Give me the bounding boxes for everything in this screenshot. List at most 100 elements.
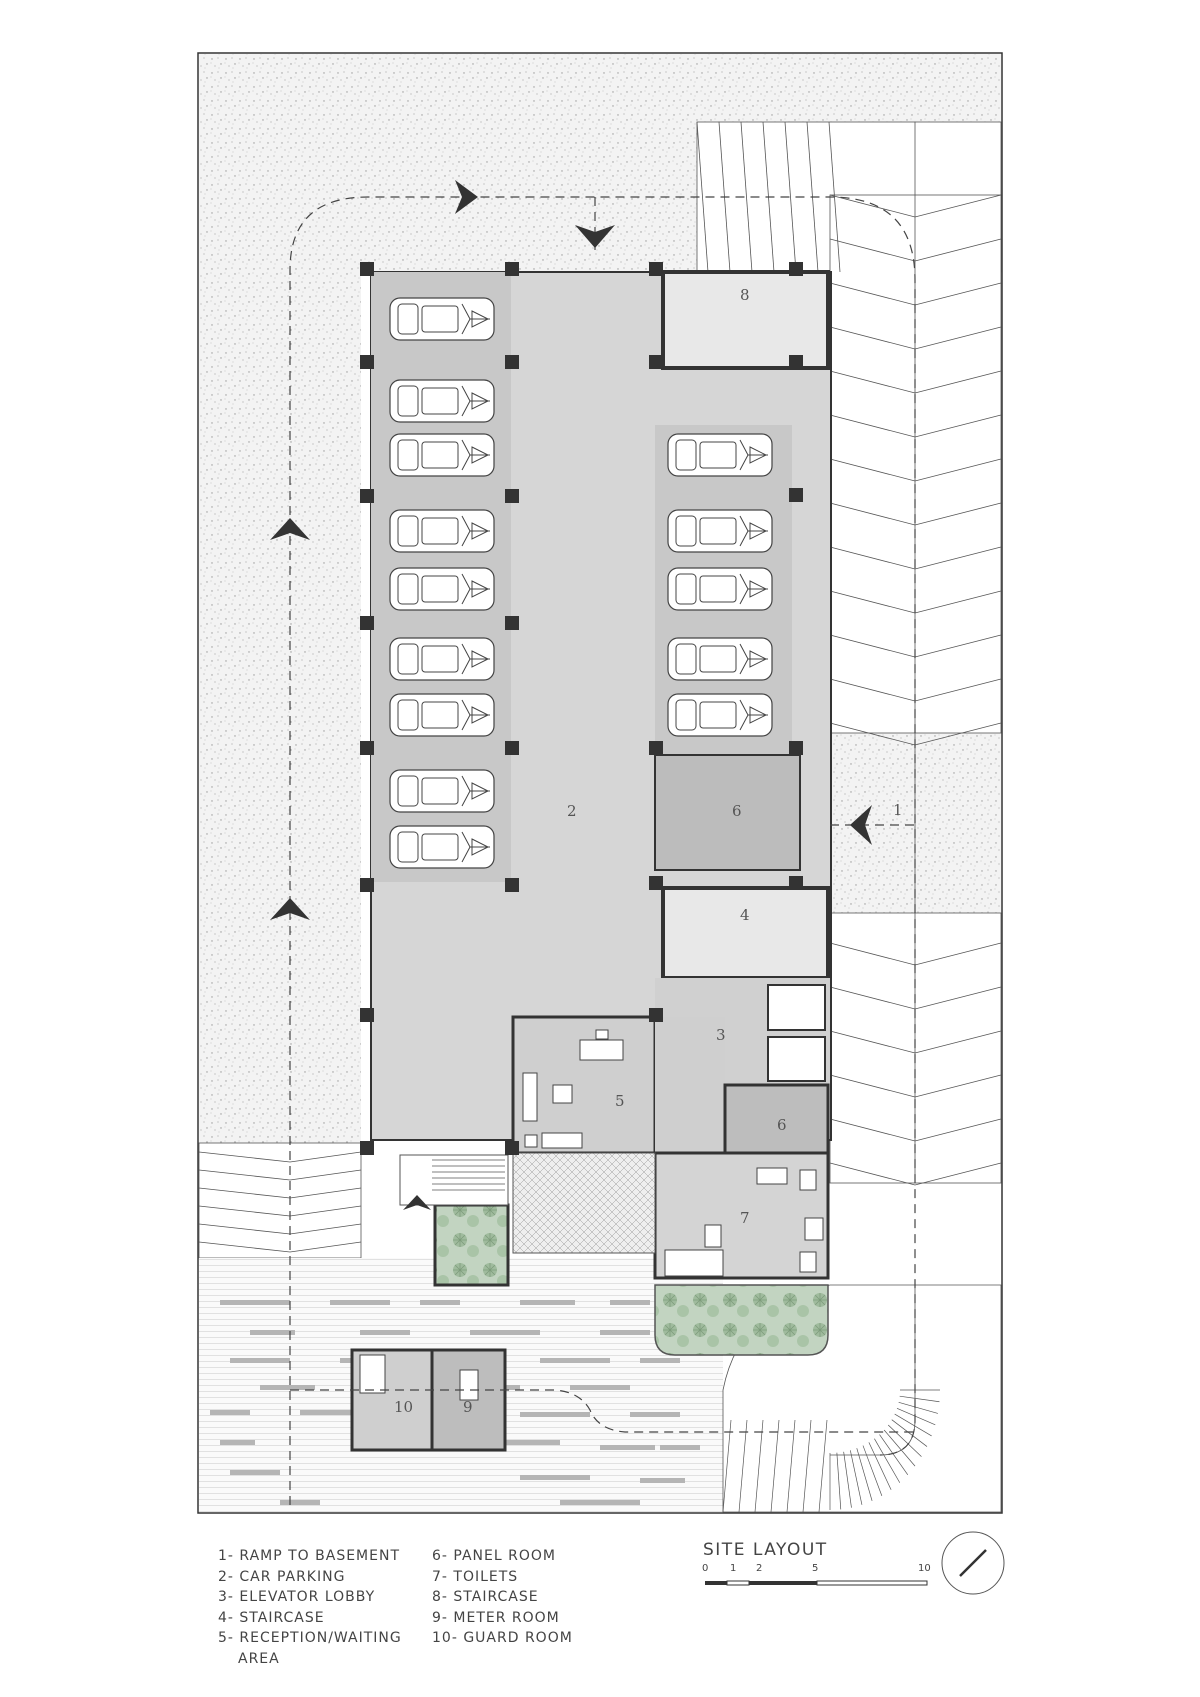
deck-bar — [360, 1330, 410, 1335]
car-icon — [667, 509, 773, 553]
ramp-line — [829, 370, 1002, 394]
ramp-line — [836, 1452, 842, 1510]
label-staircase-north: 8 — [740, 286, 750, 304]
car-icon — [667, 433, 773, 477]
arrow-west — [850, 805, 872, 845]
deck-bar — [630, 1412, 680, 1417]
arrow-north-2 — [270, 898, 310, 920]
arrow-south — [575, 225, 615, 248]
reception-furniture — [522, 1029, 624, 1149]
elevator-2 — [767, 1036, 826, 1082]
deck-bar — [560, 1500, 640, 1505]
structural-column — [789, 262, 803, 276]
label-panel-room-north: 6 — [732, 802, 742, 820]
deck-bar — [220, 1300, 290, 1305]
structural-column — [505, 1141, 519, 1155]
ramp-line — [899, 1395, 940, 1403]
car-icon — [667, 693, 773, 737]
legend-item: AREA — [238, 1650, 280, 1667]
deck-bar — [230, 1358, 290, 1363]
structural-column — [505, 616, 519, 630]
planter-south — [654, 1284, 829, 1356]
structural-column — [360, 1008, 374, 1022]
ramp-line — [862, 1445, 883, 1496]
label-panel-room-south: 6 — [777, 1116, 787, 1134]
ramp-line — [829, 238, 1002, 262]
ramp-line — [829, 1074, 1002, 1098]
structural-column — [505, 355, 519, 369]
curved-ramp-south — [722, 1284, 1002, 1513]
north-arrow-icon — [941, 1531, 1005, 1595]
car-icon — [389, 769, 495, 813]
structural-column — [649, 1008, 663, 1022]
structural-column — [649, 876, 663, 890]
structural-column — [360, 489, 374, 503]
ramp-line — [829, 326, 1002, 350]
scale-label: 2 — [756, 1563, 763, 1574]
ramp-line — [722, 1419, 732, 1513]
ramp-line — [894, 1413, 932, 1437]
ramp-line — [784, 121, 797, 273]
ramp-line — [740, 121, 753, 273]
deck-bar — [520, 1300, 575, 1305]
deck-bar — [250, 1330, 295, 1335]
legend-item: 2- CAR PARKING — [218, 1568, 346, 1585]
deck-bar — [520, 1475, 590, 1480]
car-icon — [667, 567, 773, 611]
ramp-line — [829, 414, 1002, 438]
deck-bar — [230, 1470, 280, 1475]
ramp-line — [198, 1151, 362, 1163]
ramp-line — [829, 502, 1002, 526]
label-reception: 5 — [615, 1092, 625, 1110]
ramp-line — [818, 1419, 828, 1513]
driveway-path-south — [290, 1389, 915, 1433]
deck-bar — [210, 1410, 250, 1415]
ramp-line — [829, 1162, 1002, 1186]
ramp-line — [849, 1450, 863, 1505]
reception-area-ext — [655, 1017, 725, 1153]
label-guard-room: 10 — [394, 1398, 413, 1416]
legend-item: 6- PANEL ROOM — [432, 1548, 556, 1564]
gravel-area-west — [199, 54, 361, 1143]
meter-box — [459, 1369, 479, 1401]
deck-bar — [500, 1440, 560, 1445]
deck-bar — [520, 1412, 590, 1417]
structural-column — [360, 1141, 374, 1155]
ramp-line — [891, 1419, 928, 1447]
car-icon — [389, 379, 495, 423]
structural-column — [360, 355, 374, 369]
ramp-line — [896, 1407, 936, 1426]
ramp-line — [754, 1419, 764, 1513]
arrow-east — [455, 180, 478, 214]
car-icon — [389, 433, 495, 477]
elevator-1 — [767, 984, 826, 1031]
deck-bar — [600, 1330, 650, 1335]
structural-column — [649, 355, 663, 369]
car-icon — [389, 637, 495, 681]
structural-column — [360, 262, 374, 276]
structural-column — [649, 741, 663, 755]
legend-item: 1- RAMP TO BASEMENT — [218, 1548, 401, 1564]
ramp-line — [898, 1401, 938, 1414]
label-toilets: 7 — [740, 1209, 750, 1227]
ramp-line — [883, 1429, 916, 1467]
legend-right: 6- PANEL ROOM 7- TOILETS 8- STAIRCASE 9-… — [432, 1546, 573, 1649]
ramp-line — [856, 1448, 873, 1501]
deck-bar — [220, 1440, 255, 1445]
structural-column — [649, 262, 663, 276]
deck-bar — [260, 1385, 315, 1390]
ramp-line — [738, 1419, 748, 1513]
ramp-line — [802, 1419, 812, 1513]
stair-treads — [432, 1159, 505, 1191]
scale-label: 0 — [702, 1563, 709, 1574]
legend-left: 1- RAMP TO BASEMENT 2- CAR PARKING 3- EL… — [218, 1546, 402, 1669]
scale-label: 10 — [918, 1563, 931, 1574]
legend-item: 3- ELEVATOR LOBBY — [218, 1589, 376, 1605]
legend-item: 4- STAIRCASE — [218, 1609, 325, 1626]
structural-column — [505, 878, 519, 892]
legend-item: 7- TOILETS — [432, 1568, 519, 1585]
label-elevator-lobby: 3 — [716, 1026, 726, 1044]
site-layout-title: SITE LAYOUT — [703, 1540, 828, 1560]
ramp-line — [198, 1241, 362, 1253]
deck-bar — [300, 1410, 360, 1415]
